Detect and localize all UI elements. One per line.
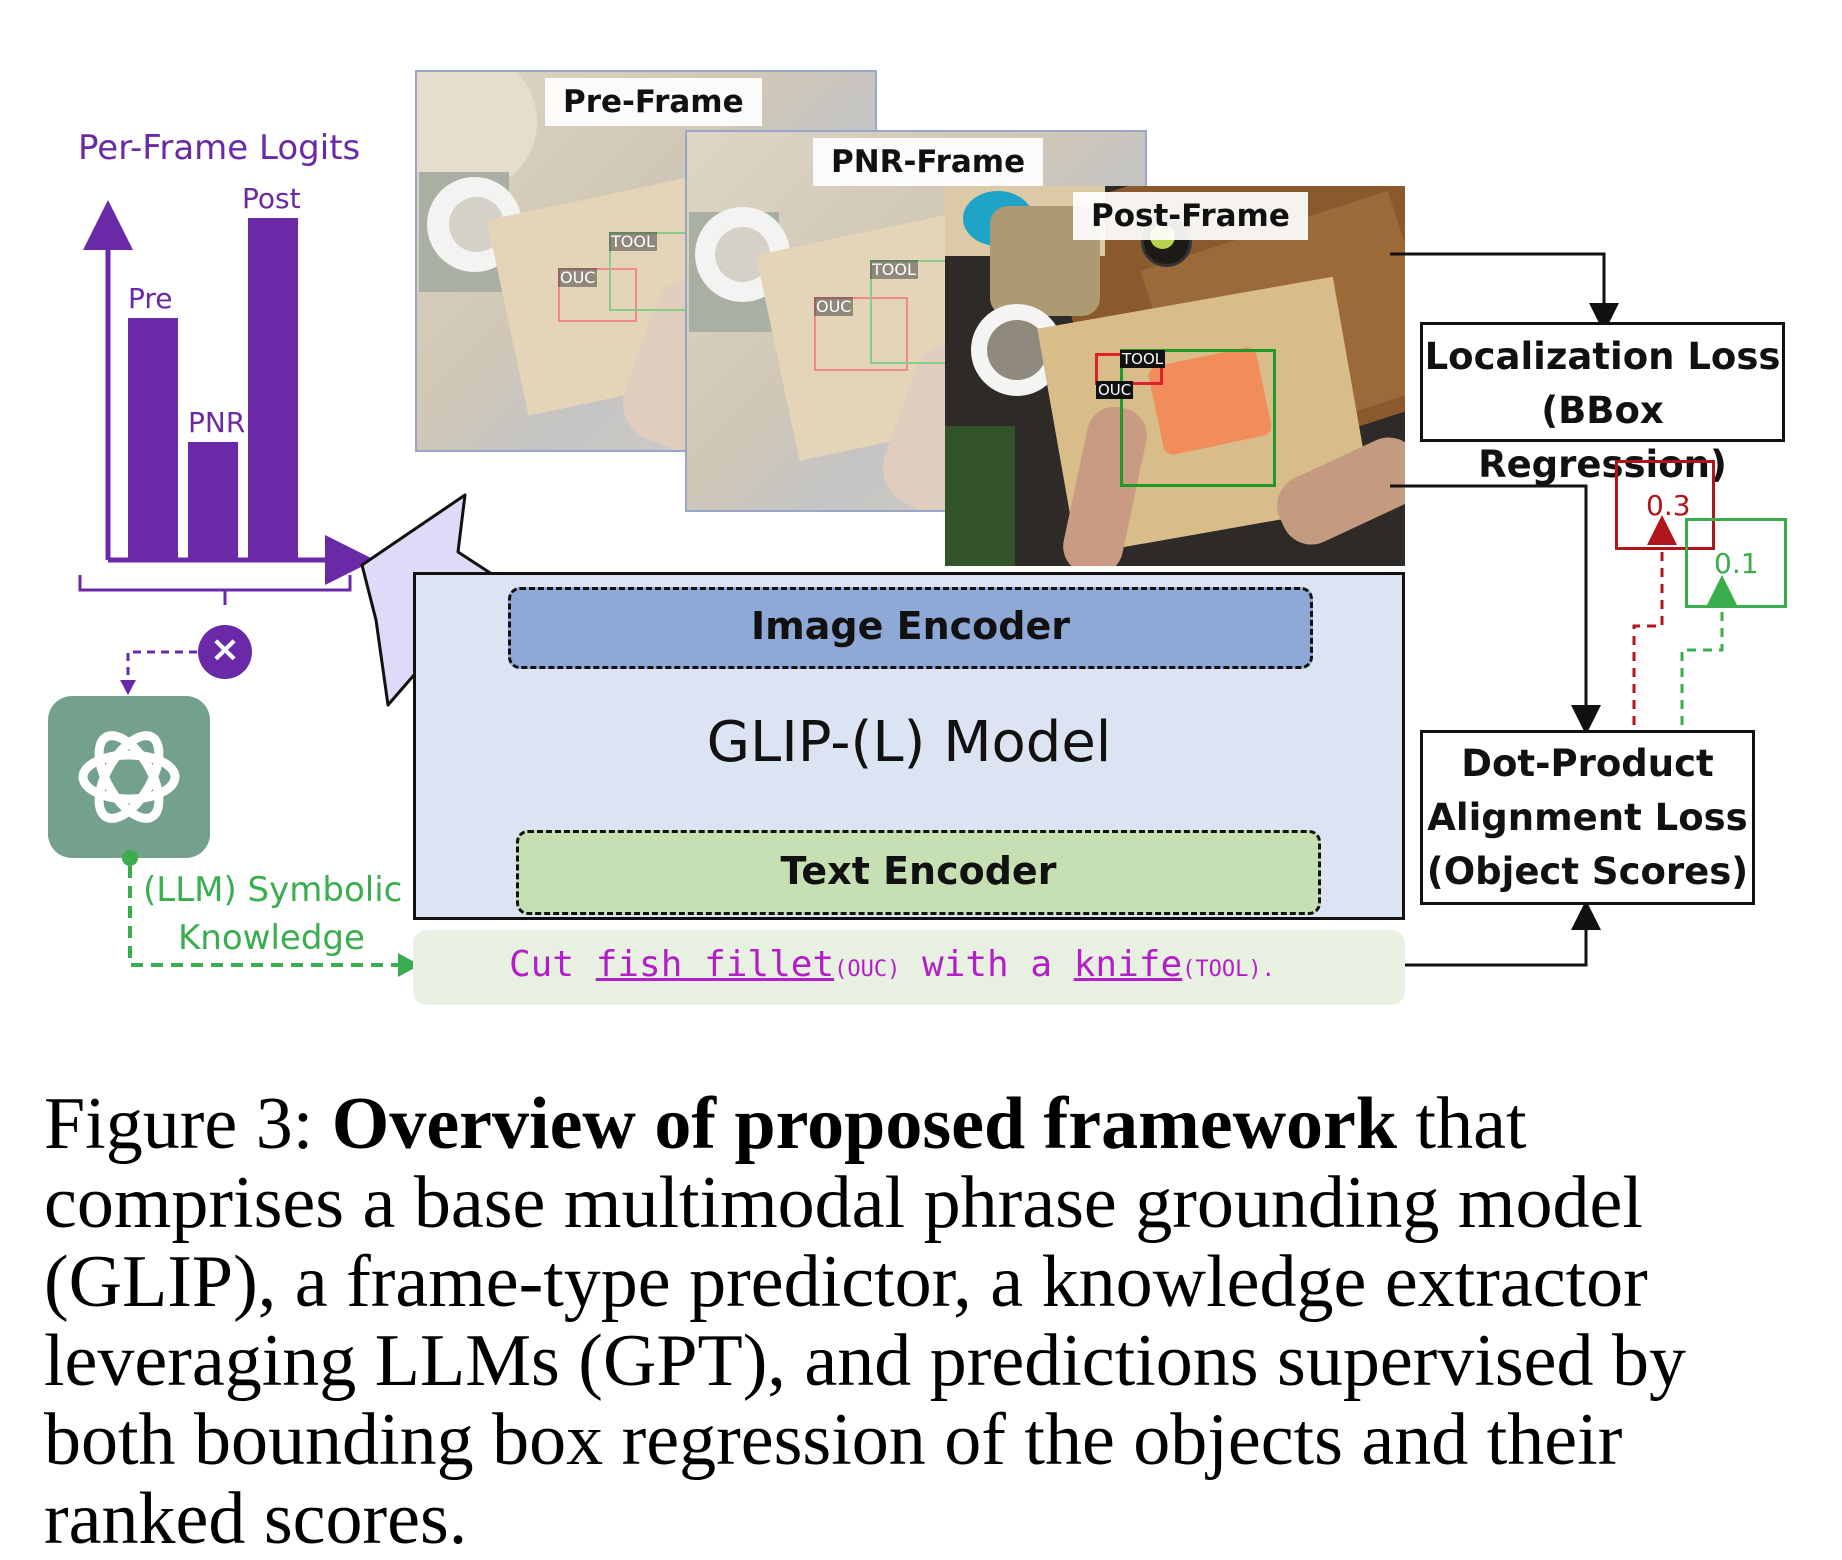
figure-caption: Figure 3: Overview of proposed framework… xyxy=(44,1085,1804,1559)
prompt-tool-tag: (TOOL) xyxy=(1182,957,1262,982)
localization-loss-box: Localization Loss (BBox Regression) xyxy=(1420,322,1785,486)
bar-pre xyxy=(128,318,178,558)
localization-loss-line2: (BBox Regression) xyxy=(1478,389,1727,486)
ouc-score: 0.3 xyxy=(1646,489,1691,522)
glip-model-box: Image Encoder GLIP-(L) Model Text Encode… xyxy=(413,572,1405,920)
text-prompt-box: Cut fish fillet(OUC) with a knife(TOOL). xyxy=(413,930,1405,1005)
prompt-tool: knife xyxy=(1073,944,1183,985)
post-frame-label: Post-Frame xyxy=(1073,192,1308,240)
chart-axes xyxy=(78,200,375,605)
pre-frame-label: Pre-Frame xyxy=(545,78,762,126)
tool-score-box: 0.1 xyxy=(1685,518,1787,608)
post-tool-box-label: TOOL xyxy=(1120,350,1166,368)
bar-post xyxy=(248,218,298,558)
localization-loss-line1: Localization Loss xyxy=(1424,335,1781,378)
llm-to-text-arrow xyxy=(122,850,420,977)
post-frame-image: TOOL OUC Post-Frame xyxy=(945,186,1405,566)
openai-logo-icon xyxy=(48,696,210,858)
caption-prefix: Figure 3: xyxy=(44,1083,332,1165)
prompt-ouc: fish fillet xyxy=(595,944,835,985)
glip-model-title: GLIP-(L) Model xyxy=(706,710,1112,775)
image-encoder-label: Image Encoder xyxy=(751,604,1070,648)
text-prompt: Cut fish fillet(OUC) with a knife(TOOL). xyxy=(509,944,1275,985)
pnr-tool-box-label: TOOL xyxy=(870,260,918,279)
text-encoder-label: Text Encoder xyxy=(780,849,1057,893)
alignment-loss-line1: Dot-Product xyxy=(1461,742,1714,785)
pnr-frame-label: PNR-Frame xyxy=(813,138,1044,186)
multiply-node: × xyxy=(198,625,252,679)
pnr-ouc-box-label: OUC xyxy=(814,297,854,316)
post-ouc-box-label: OUC xyxy=(1096,381,1134,399)
loss-connectors xyxy=(1390,252,1737,967)
ouc-score-box: 0.3 xyxy=(1615,460,1715,550)
pre-tool-box-label: TOOL xyxy=(609,232,657,251)
alignment-loss-line2: Alignment Loss xyxy=(1427,796,1748,839)
bar-label-post: Post xyxy=(242,182,301,215)
llm-label-line2: Knowledge xyxy=(178,918,365,958)
caption-bold: Overview of proposed framework xyxy=(331,1083,1398,1165)
bar-label-pre: Pre xyxy=(128,282,173,315)
prompt-prefix: Cut xyxy=(509,944,596,985)
image-encoder-box: Image Encoder xyxy=(508,587,1313,669)
alignment-loss-box: Dot-Product Alignment Loss (Object Score… xyxy=(1420,730,1755,905)
openai-knot-glyph xyxy=(78,731,180,823)
multiply-symbol: × xyxy=(209,629,241,670)
llm-label-line1: (LLM) Symbolic xyxy=(143,870,403,910)
text-encoder-box: Text Encoder xyxy=(516,830,1321,915)
bar-pnr xyxy=(188,442,238,558)
prompt-mid: with a xyxy=(900,944,1074,985)
bar-label-pnr: PNR xyxy=(188,406,246,439)
prompt-end: . xyxy=(1261,957,1275,982)
knowledge-connector xyxy=(120,650,225,695)
alignment-loss-line3: (Object Scores) xyxy=(1426,850,1749,893)
pre-ouc-box-label: OUC xyxy=(558,268,598,287)
tool-score: 0.1 xyxy=(1714,547,1759,580)
caption-rest: that comprises a base multimodal phrase … xyxy=(44,1083,1705,1560)
chart-title: Per-Frame Logits xyxy=(78,128,361,168)
prompt-ouc-tag: (OUC) xyxy=(834,957,901,982)
